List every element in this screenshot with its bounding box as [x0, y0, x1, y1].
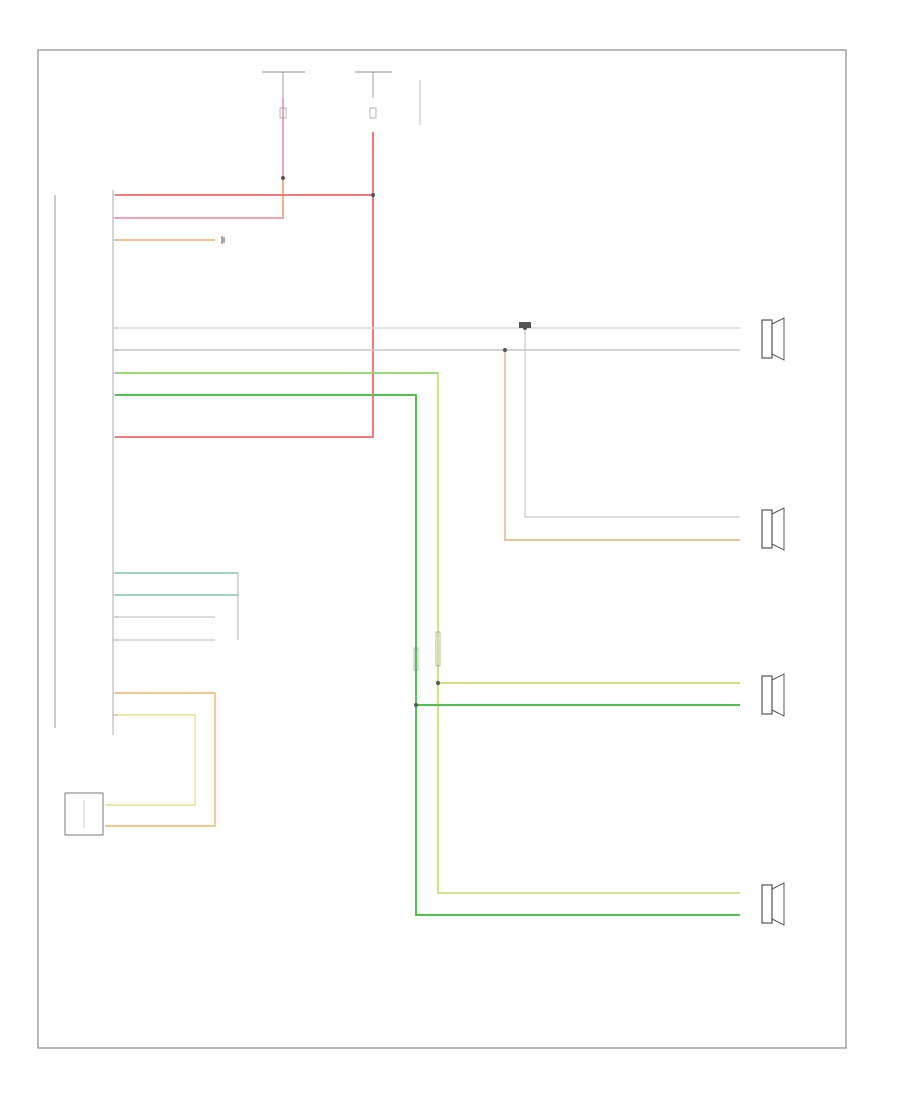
ground-icon	[221, 236, 225, 244]
wire-antenna-yellow	[105, 714, 196, 806]
speaker-icon	[761, 882, 785, 926]
radio-pin-ticks	[113, 194, 118, 716]
wire-marker	[413, 647, 419, 671]
fuse-block-left	[262, 71, 305, 132]
antenna-module-icon	[64, 792, 104, 836]
wire-gray-branch	[524, 328, 740, 518]
splice-dot-icon	[414, 703, 418, 707]
wire-green-1	[115, 372, 740, 894]
splice-dot-icon	[281, 176, 285, 180]
fuse-block-right	[355, 71, 421, 125]
splice-dot-icon	[503, 348, 507, 352]
wire-marker	[435, 631, 441, 667]
speaker-icon	[761, 673, 785, 717]
connector-pin-icon	[519, 322, 531, 328]
diagram-frame	[37, 49, 847, 1049]
wire-fuse1-pink	[115, 132, 284, 219]
wire-fuse2-red	[115, 132, 374, 438]
speaker-icon	[761, 317, 785, 361]
wire-green-2	[115, 394, 740, 916]
wire-antenna-orange	[105, 692, 216, 827]
splice-dot-icon	[371, 193, 375, 197]
speaker-icon	[761, 507, 785, 551]
wire-tan-branch	[504, 350, 740, 541]
splice-dot-icon	[436, 681, 440, 685]
